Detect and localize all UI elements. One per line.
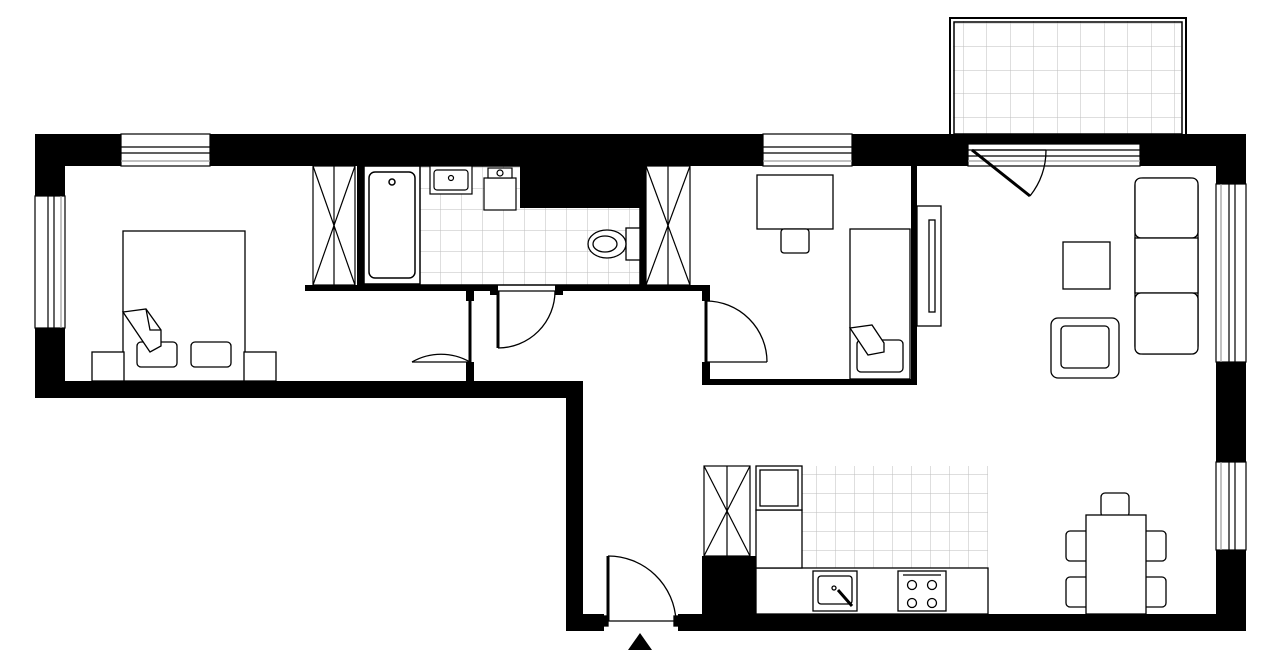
pillow-right (190, 341, 232, 368)
kitchen-sink (812, 570, 858, 612)
window-children-top (762, 133, 853, 167)
dining (1065, 492, 1167, 615)
walls (35, 134, 1246, 631)
sofa (1134, 177, 1199, 355)
door-bathroom (496, 290, 556, 349)
window-living-right-2 (1215, 461, 1247, 551)
bed-blanket-fold (121, 308, 162, 353)
dining-chair (1100, 492, 1130, 518)
tall-unit (755, 509, 803, 569)
door-balcony (971, 148, 1047, 198)
doors (411, 148, 1047, 627)
coffee-table (1062, 241, 1111, 290)
nightstand-left (91, 351, 125, 382)
tv-cabinet (916, 205, 942, 327)
kitchen (755, 465, 989, 615)
toilet (587, 227, 641, 261)
door-entrance (603, 555, 679, 627)
bedroom (91, 230, 277, 382)
window-living-right-1 (1215, 183, 1247, 363)
washbasin (429, 165, 473, 195)
wardrobe-hallway (703, 465, 751, 557)
window-bedroom-top (120, 133, 211, 167)
door-children (704, 300, 768, 363)
door-bedroom (411, 301, 472, 363)
fridge (755, 465, 803, 511)
entrance-arrow-icon (628, 633, 652, 650)
wardrobes (312, 165, 751, 557)
nightstand-right (243, 351, 277, 382)
children-room (756, 174, 911, 380)
armchair (1050, 317, 1120, 379)
windows (34, 133, 1247, 551)
hob (897, 570, 947, 612)
window-bedroom-left (34, 195, 66, 329)
wardrobe-bedroom (312, 165, 356, 286)
bathtub (363, 165, 421, 285)
balcony (949, 17, 1187, 139)
wardrobe-children (645, 165, 691, 286)
counter (755, 567, 989, 615)
window-balcony (967, 143, 1141, 167)
living-room (916, 177, 1199, 379)
bathroom (362, 165, 641, 286)
washing-machine (483, 167, 517, 211)
bed-blanket-fold (848, 324, 885, 356)
desk (756, 174, 834, 230)
desk-chair (780, 228, 810, 254)
dining-table (1085, 514, 1147, 615)
